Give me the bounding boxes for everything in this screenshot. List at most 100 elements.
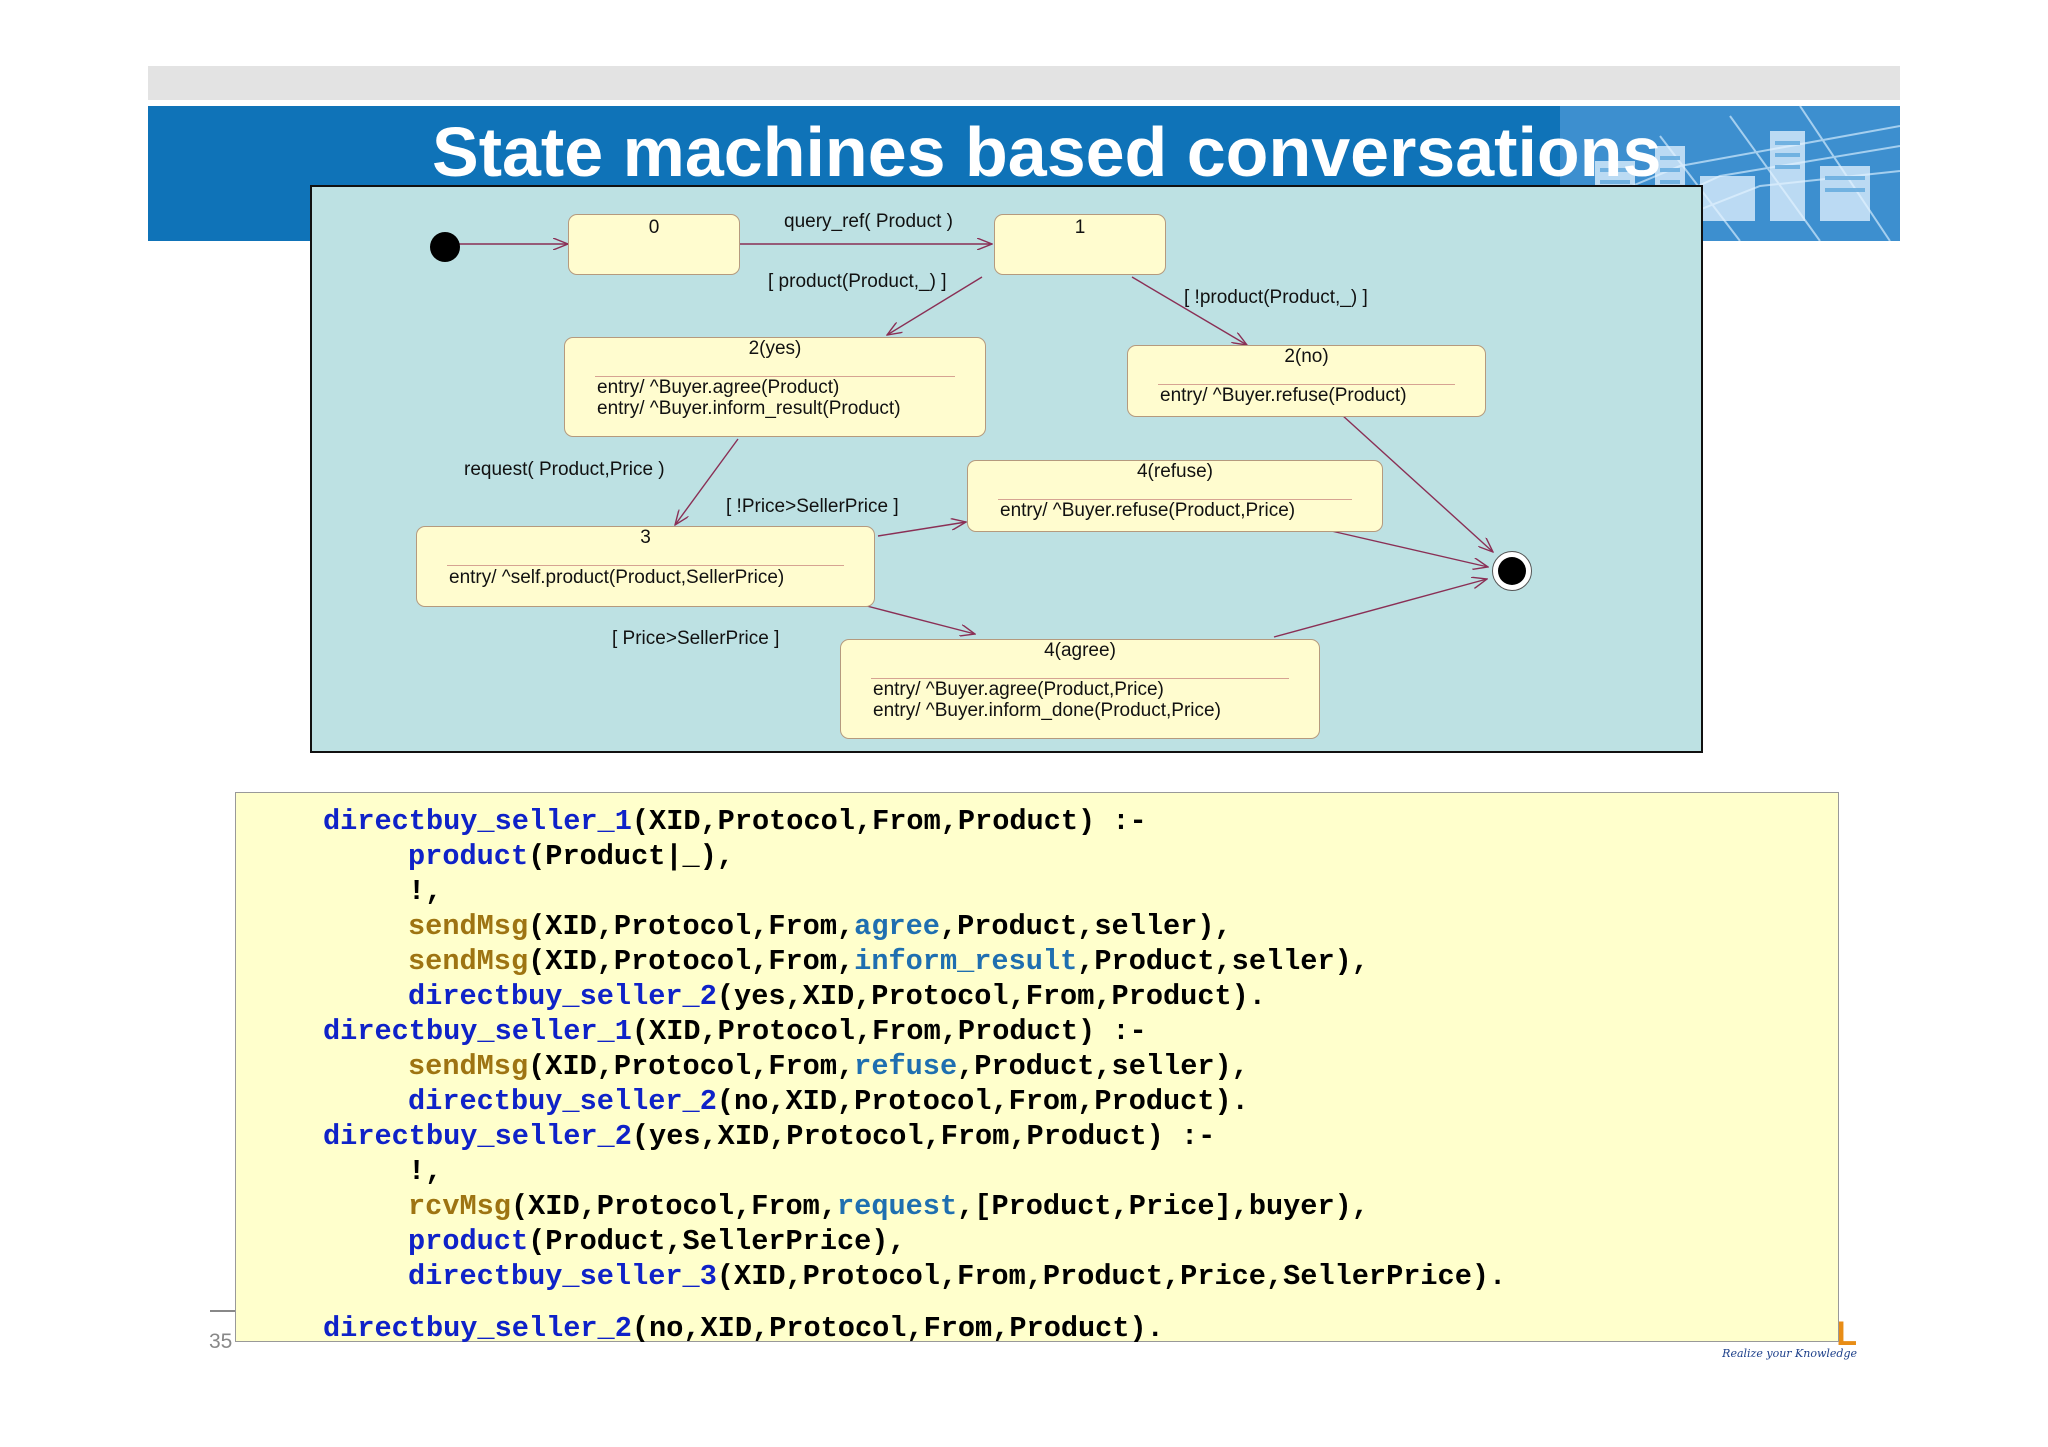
transition-label-product-guard: [ product(Product,_) ] (768, 271, 947, 292)
initial-state-dot (430, 232, 460, 262)
transition-label-not-price-guard: [ !Price>SellerPrice ] (726, 496, 899, 517)
code-line: directbuy_seller_2(yes,XID,Protocol,From… (323, 1120, 1215, 1154)
state-separator (998, 499, 1352, 500)
code-token: request (837, 1190, 958, 1223)
state-action: entry/ ^Buyer.agree(Product) (597, 377, 840, 398)
transition-arrows (446, 187, 1705, 638)
code-line: sendMsg(XID,Protocol,From,inform_result,… (408, 945, 1369, 979)
arrow-2no-to-final (1341, 414, 1493, 552)
code-line: !, (408, 875, 442, 909)
code-token: directbuy_seller_2 (408, 1085, 717, 1118)
code-token: refuse (854, 1050, 958, 1083)
code-line: sendMsg(XID,Protocol,From,refuse,Product… (408, 1050, 1249, 1084)
code-token: inform_result (854, 945, 1078, 978)
state-separator (447, 565, 844, 566)
arrow-3-to-4refuse (877, 522, 966, 537)
final-state (1492, 551, 1532, 591)
code-token: sendMsg (408, 945, 529, 978)
header-gray-bar (148, 66, 1900, 100)
code-token: product (408, 840, 529, 873)
code-token: sendMsg (408, 1050, 529, 1083)
code-token: sendMsg (408, 910, 529, 943)
code-line: product(Product|_), (408, 840, 734, 874)
code-token: (XID,Protocol,From,Product) :- (631, 805, 1147, 838)
state-name: 1 (1074, 217, 1086, 238)
state-name: 2(yes) (748, 338, 802, 359)
code-token: directbuy_seller_2 (323, 1120, 632, 1153)
code-line: directbuy_seller_2(no,XID,Protocol,From,… (323, 1312, 1164, 1346)
state-separator (871, 678, 1289, 679)
code-token: ,Product,seller), (957, 1050, 1249, 1083)
arrow-1-to-2yes (887, 276, 983, 335)
state-name: 4(refuse) (1136, 461, 1214, 482)
arrow-2yes-to-3 (675, 438, 739, 525)
code-token: (no,XID,Protocol,From,Product). (716, 1085, 1249, 1118)
code-token: ,Product,seller), (1077, 945, 1369, 978)
state-4-refuse: 4(refuse) entry/ ^Buyer.refuse(Product,P… (967, 460, 1383, 532)
code-line: directbuy_seller_2(no,XID,Protocol,From,… (408, 1085, 1249, 1119)
code-token: directbuy_seller_3 (408, 1260, 717, 1293)
arrow-3-to-4agree (862, 604, 975, 634)
state-action: entry/ ^self.product(Product,SellerPrice… (449, 567, 785, 588)
code-token: (XID,Protocol,From, (528, 1050, 855, 1083)
state-3: 3 entry/ ^self.product(Product,SellerPri… (416, 526, 875, 607)
transition-label-not-product-guard: [ !product(Product,_) ] (1184, 287, 1368, 308)
code-token: (yes,XID,Protocol,From,Product) :- (631, 1120, 1216, 1153)
code-line: directbuy_seller_2(yes,XID,Protocol,From… (408, 980, 1266, 1014)
state-separator (1158, 384, 1455, 385)
code-token: !, (408, 875, 443, 908)
state-0: 0 (568, 214, 740, 275)
code-line: directbuy_seller_1(XID,Protocol,From,Pro… (323, 805, 1147, 839)
state-name: 4(agree) (1044, 640, 1116, 661)
code-token: directbuy_seller_2 (323, 1312, 632, 1345)
transition-label-query-ref: query_ref( Product ) (784, 211, 953, 232)
code-token: rcvMsg (408, 1190, 511, 1223)
state-4-agree: 4(agree) entry/ ^Buyer.agree(Product,Pri… (840, 639, 1320, 739)
code-token: (Product|_), (528, 840, 735, 873)
code-line: sendMsg(XID,Protocol,From,agree,Product,… (408, 910, 1232, 944)
transition-label-request: request( Product,Price ) (464, 459, 665, 480)
state-action: entry/ ^Buyer.inform_result(Product) (597, 398, 901, 419)
arrow-1-to-2no (1131, 276, 1247, 345)
logo-letter: L (1836, 1315, 1857, 1353)
code-token: product (408, 1225, 529, 1258)
state-machine-diagram: 0 1 2(yes) entry/ ^Buyer.agree(Product) … (310, 185, 1703, 753)
code-token: agree (854, 910, 940, 943)
code-token: (XID,Protocol,From,Product,Price,SellerP… (716, 1260, 1507, 1293)
state-action: entry/ ^Buyer.refuse(Product,Price) (1000, 500, 1296, 521)
code-line: !, (408, 1155, 442, 1189)
code-token: !, (408, 1155, 443, 1188)
footer-page-number: 35 (209, 1330, 233, 1353)
transition-label-price-guard: [ Price>SellerPrice ] (612, 628, 780, 649)
state-separator (595, 376, 955, 377)
company-logo: L Realize your Knowledge (1715, 1310, 1865, 1370)
state-name: 2(no) (1284, 346, 1329, 367)
code-line: directbuy_seller_1(XID,Protocol,From,Pro… (323, 1015, 1147, 1049)
state-action: entry/ ^Buyer.agree(Product,Price) (873, 679, 1164, 700)
state-action: entry/ ^Buyer.inform_done(Product,Price) (873, 700, 1221, 721)
arrow-4refuse-to-final (1313, 526, 1488, 567)
code-token: directbuy_seller_1 (323, 1015, 632, 1048)
code-token: directbuy_seller_2 (408, 980, 717, 1013)
code-token: (XID,Protocol,From, (528, 910, 855, 943)
prolog-code-box: directbuy_seller_1(XID,Protocol,From,Pro… (235, 792, 1839, 1345)
slide-title: State machines based conversations (432, 113, 1662, 191)
code-token: directbuy_seller_1 (323, 805, 632, 838)
code-token: (XID,Protocol,From,Product) :- (631, 1015, 1147, 1048)
code-token: (no,XID,Protocol,From,Product). (631, 1312, 1164, 1345)
code-token: (XID,Protocol,From, (510, 1190, 837, 1223)
code-token: (yes,XID,Protocol,From,Product). (716, 980, 1266, 1013)
code-token: (XID,Protocol,From, (528, 945, 855, 978)
state-action: entry/ ^Buyer.refuse(Product) (1160, 385, 1407, 406)
code-line: rcvMsg(XID,Protocol,From,request,[Produc… (408, 1190, 1369, 1224)
code-line: directbuy_seller_3(XID,Protocol,From,Pro… (408, 1260, 1506, 1294)
state-1: 1 (994, 214, 1166, 275)
code-line: product(Product,SellerPrice), (408, 1225, 906, 1259)
footer-rule (210, 1310, 240, 1312)
code-token: (Product,SellerPrice), (528, 1225, 906, 1258)
state-2-yes: 2(yes) entry/ ^Buyer.agree(Product) entr… (564, 337, 986, 437)
final-state-dot (1498, 557, 1526, 585)
state-name: 0 (648, 217, 660, 238)
code-token: ,Product,seller), (939, 910, 1232, 943)
arrow-4agree-to-final (1273, 579, 1487, 638)
